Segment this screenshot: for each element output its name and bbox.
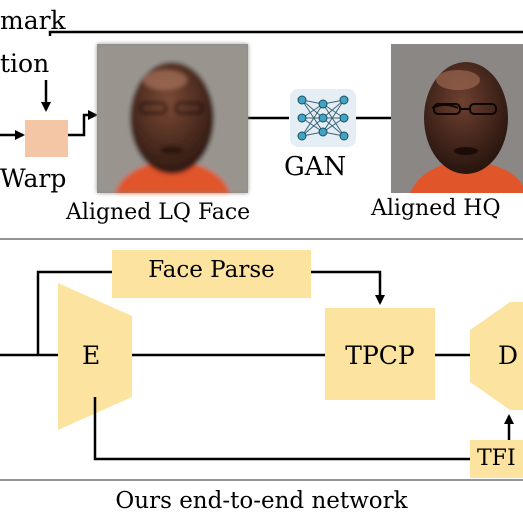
warp-box — [25, 120, 68, 157]
warp-label: Warp — [0, 164, 67, 193]
aligned-lq-face-label: Aligned LQ Face — [66, 200, 251, 225]
caption: Ours end-to-end network — [115, 488, 408, 514]
warp-to-lq-arrow — [68, 110, 98, 137]
tfr-label: TFI — [477, 446, 516, 471]
encoder-to-tfr-line — [93, 397, 470, 461]
tpcp-box — [325, 308, 435, 400]
face-parse-box — [112, 250, 311, 298]
skip-to-face-parse-line — [36, 270, 112, 355]
aligned-hq-face-image — [391, 44, 523, 193]
face-parse-label: Face Parse — [148, 257, 275, 283]
decoder-label: D — [498, 341, 519, 370]
aligned-hq-face-label: Aligned HQ — [371, 196, 501, 221]
landmark-to-hq-line — [48, 30, 523, 36]
decoder-block — [470, 302, 523, 410]
tpcp-label: TPCP — [345, 341, 415, 370]
encoder-block — [58, 283, 132, 430]
gan-label: GAN — [284, 152, 347, 182]
neural-network-icon — [290, 89, 356, 147]
encoder-label: E — [82, 341, 101, 370]
aligned-lq-face-image — [97, 44, 248, 193]
landmark-label-line1: mark — [0, 6, 66, 35]
face-parse-to-tpcp-arrow — [311, 270, 385, 305]
tfr-box — [470, 440, 523, 478]
landmark-label-line2: tion — [0, 49, 50, 78]
